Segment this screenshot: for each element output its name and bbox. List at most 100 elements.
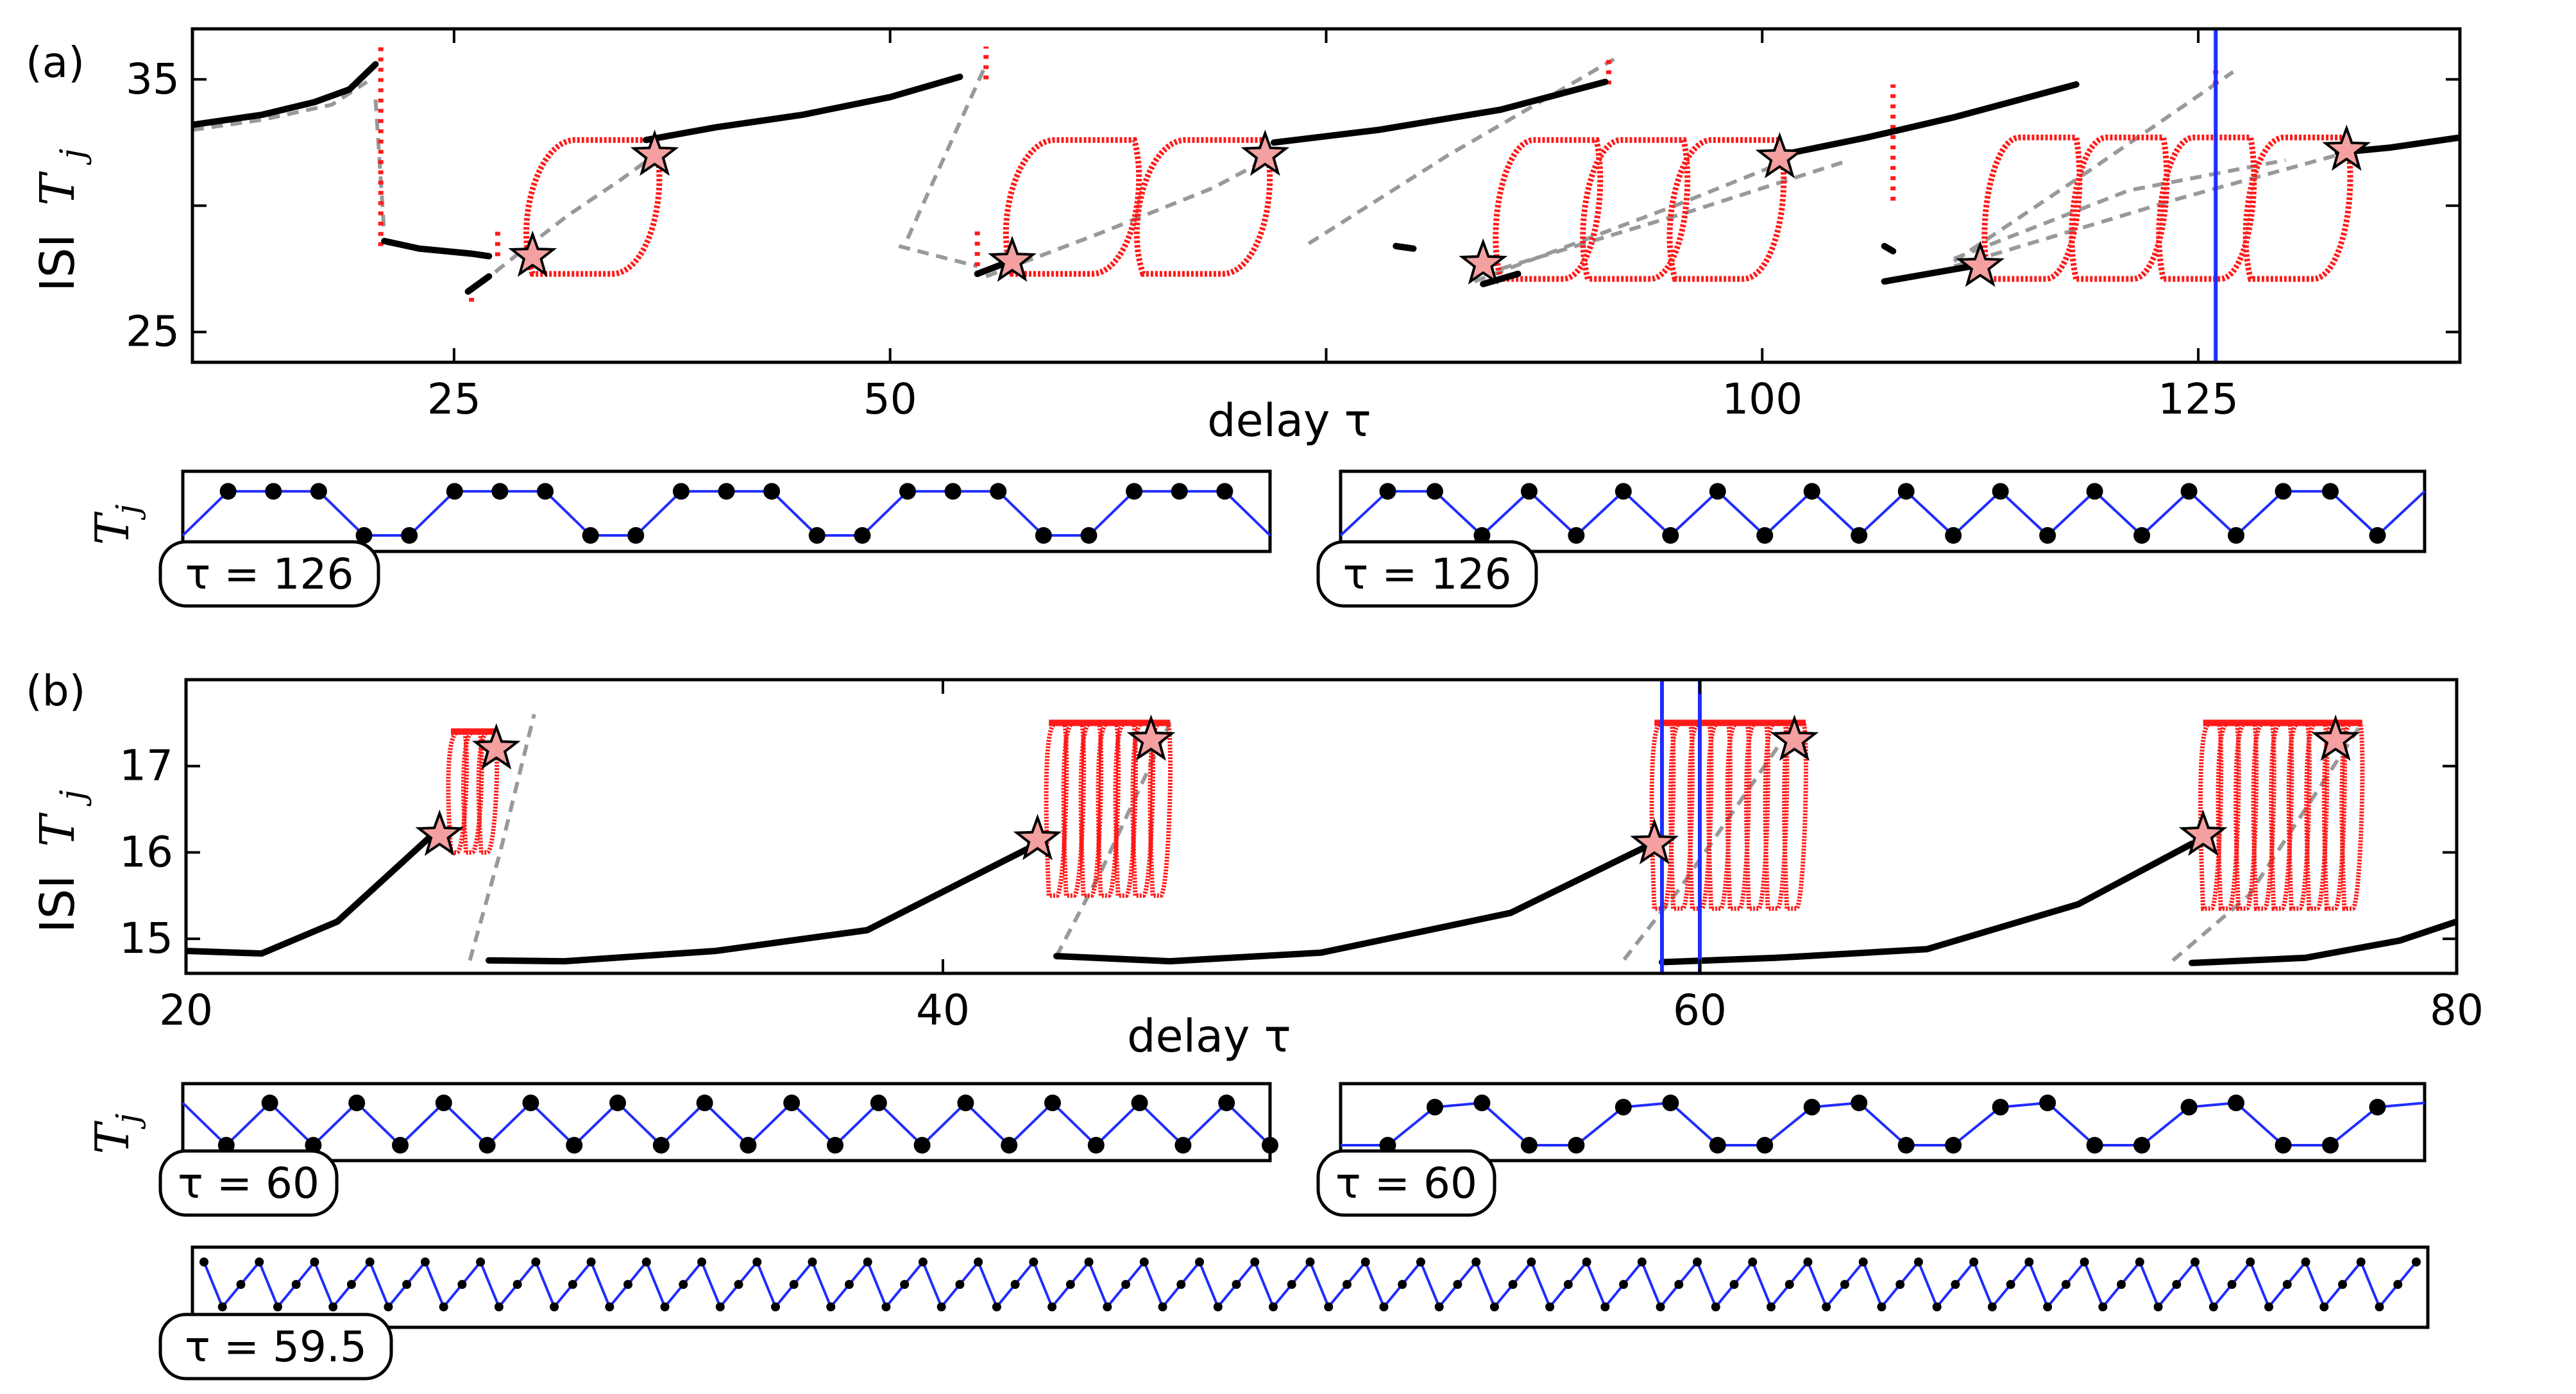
isi-point: [1748, 1257, 1758, 1267]
isi-point: [672, 483, 690, 500]
inset-ylabel-var: T: [85, 511, 139, 545]
isi-point: [1614, 483, 1632, 500]
isi-point: [346, 1280, 356, 1289]
isi-point: [1600, 1302, 1610, 1312]
plot-a-data: [192, 29, 2460, 362]
isi-point: [1473, 1095, 1491, 1111]
x-tick-label: 100: [1722, 374, 1802, 424]
irregular-loop: [2069, 134, 2170, 282]
isi-point: [1065, 1280, 1075, 1289]
isi-point: [566, 1137, 583, 1154]
stable-branch: [464, 273, 493, 295]
isi-point: [808, 527, 826, 544]
isi-point: [479, 1137, 496, 1154]
isi-point: [513, 1280, 522, 1289]
isi-point: [1305, 1257, 1315, 1267]
isi-point: [1563, 1280, 1573, 1289]
plot-b-ylabel-var: T: [30, 812, 85, 847]
isi-point: [1087, 1137, 1105, 1154]
isi-point: [1080, 527, 1097, 544]
x-tick-label: 25: [427, 374, 481, 424]
isi-point: [2275, 483, 2292, 500]
isi-point: [1614, 1098, 1632, 1116]
isi-point: [420, 1257, 430, 1267]
isi-point: [522, 1095, 539, 1111]
y-tick-label: 17: [119, 741, 173, 791]
isi-point: [1473, 527, 1491, 544]
isi-point: [1287, 1280, 1296, 1289]
inset-a-right: τ = 126: [1316, 469, 2427, 608]
isi-point: [491, 483, 509, 500]
irregular-trace: [1668, 720, 1695, 911]
inset-frame: [181, 1082, 1272, 1163]
isi-point: [1897, 483, 1915, 500]
stable-branch: [1881, 242, 1897, 255]
isi-point: [476, 1257, 486, 1267]
isi-point: [255, 1257, 264, 1267]
isi-point: [1489, 1302, 1499, 1312]
isi-point: [2098, 1302, 2108, 1312]
isi-point: [2264, 1302, 2274, 1312]
isi-point: [1568, 527, 1585, 544]
isi-point: [1992, 1098, 2009, 1116]
isi-point: [457, 1280, 467, 1289]
isi-point: [652, 1137, 670, 1154]
isi-point: [1426, 483, 1443, 500]
isi-point: [1262, 1137, 1278, 1154]
isi-point: [827, 1137, 843, 1154]
plot-b-ylabel-prefix: ISI: [30, 875, 85, 933]
stable-branch: [1270, 78, 1609, 146]
tau-label-box: [158, 540, 380, 608]
isi-point: [2275, 1137, 2292, 1154]
isi-point: [1656, 1302, 1665, 1312]
irregular-trace: [1687, 720, 1714, 911]
isi-point: [1711, 1302, 1720, 1312]
isi-point: [291, 1280, 301, 1289]
isi-point: [992, 1302, 1001, 1312]
isi-point: [1637, 1257, 1647, 1267]
isi-point: [1121, 1280, 1131, 1289]
isi-point: [2319, 1302, 2329, 1312]
irregular-loop: [1580, 137, 1691, 282]
tau-label-box: [1316, 540, 1538, 608]
isi-point: [1010, 1280, 1020, 1289]
plot-a-xlabel: delay τ: [1207, 394, 1371, 447]
isi-point: [1126, 483, 1143, 500]
isi-point: [2322, 483, 2339, 500]
irregular-loop: [1981, 134, 2083, 282]
irregular-loop: [2156, 134, 2257, 282]
isi-point: [1803, 1257, 1813, 1267]
isi-point: [2024, 1257, 2034, 1267]
isi-point: [1342, 1280, 1352, 1289]
bifurcation-star: [1755, 132, 1804, 179]
unstable-branch: [1953, 70, 2235, 263]
bifurcation-star: [508, 230, 557, 277]
isi-point: [854, 527, 871, 544]
bifurcation-star: [471, 723, 521, 770]
isi-point: [1398, 1280, 1407, 1289]
isi-point: [918, 1257, 928, 1267]
inset-frame: [191, 1245, 2430, 1329]
isi-point: [2043, 1302, 2053, 1312]
bifurcation-star: [415, 809, 464, 856]
y-tick-label: 16: [119, 827, 173, 877]
isi-point: [1851, 527, 1868, 544]
x-tick-label: 80: [2430, 986, 2484, 1035]
unstable-branch: [1622, 721, 1796, 961]
isi-point: [1662, 1095, 1679, 1111]
isi-point: [1951, 1280, 1960, 1289]
isi-point: [531, 1257, 541, 1267]
tau-label: τ = 59.5: [185, 1322, 367, 1372]
isi-point: [913, 1137, 931, 1154]
isi-point: [1545, 1302, 1555, 1312]
isi-point: [2133, 1137, 2151, 1154]
isi-point: [1379, 1302, 1389, 1312]
isi-point: [718, 483, 735, 500]
bifurcation-star: [1630, 818, 1679, 865]
isi-point: [808, 1257, 817, 1267]
isi-point: [1029, 1257, 1038, 1267]
isi-point: [870, 1095, 887, 1111]
isi-point: [1035, 527, 1052, 544]
isi-point: [1232, 1280, 1241, 1289]
